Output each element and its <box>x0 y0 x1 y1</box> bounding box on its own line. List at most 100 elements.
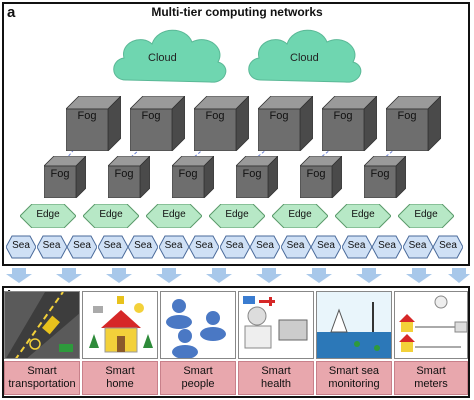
smart-people-image <box>160 291 236 359</box>
edge-label: Edge <box>351 209 375 220</box>
smart-home-image <box>82 291 158 359</box>
sea-icon <box>317 292 391 358</box>
diagram-title: Multi-tier computing networks <box>151 5 323 19</box>
sea-node: Sea <box>340 235 373 259</box>
application-label-line1: Smart <box>416 365 446 377</box>
sea-label: Sea <box>408 240 427 251</box>
fog-cube-icon <box>107 155 151 199</box>
sea-node: Sea <box>66 235 98 259</box>
sea-label: Sea <box>164 240 183 251</box>
sea-node: Sea <box>401 235 434 259</box>
edge-node: Edge <box>271 203 329 229</box>
sea-label: Sea <box>286 240 305 251</box>
fog-cube-icon <box>299 155 343 199</box>
edge-node: Edge <box>145 203 203 229</box>
fog-cube-icon <box>193 95 250 152</box>
fog-cube-icon <box>385 95 442 152</box>
fog-node-upper: Fog <box>385 95 442 156</box>
fog-node-upper: Fog <box>321 95 378 156</box>
application-label-line1: Smart <box>183 365 213 377</box>
application-label-line2: meters <box>414 378 448 390</box>
sea-node: Sea <box>249 235 281 259</box>
fog-node-upper: Fog <box>257 95 314 156</box>
edge-node: Edge <box>82 203 140 229</box>
edge-node: Edge <box>397 203 455 229</box>
fog-cube-icon <box>65 95 122 152</box>
fog-cube-icon <box>171 155 215 199</box>
sea-label: Sea <box>378 240 396 251</box>
application-label-line1: Smart <box>27 365 57 377</box>
application-label-line2: transportation <box>8 378 76 390</box>
application-label-line2: monitoring <box>328 378 380 390</box>
sea-node: Sea <box>218 235 251 259</box>
sea-node: Sea <box>371 235 403 259</box>
sea-label: Sea <box>439 240 457 251</box>
edge-label: Edge <box>162 209 186 220</box>
sea-node: Sea <box>188 235 220 259</box>
fog-label: Fog <box>114 168 134 180</box>
application-label-line1: Smart sea <box>328 365 380 377</box>
application-label-line2: people <box>181 378 215 390</box>
sea-label: Sea <box>317 240 335 251</box>
fog-node-upper: Fog <box>129 95 186 156</box>
edge-node: Edge <box>19 203 77 229</box>
health-icon <box>243 296 308 349</box>
edge-label: Edge <box>99 209 123 220</box>
fog-label: Fog <box>205 110 225 122</box>
fog-node-lower: Fog <box>43 155 87 203</box>
sea-label: Sea <box>225 240 244 251</box>
fog-node-lower: Fog <box>363 155 407 203</box>
sea-node: Sea <box>310 235 342 259</box>
edge-node: Edge <box>334 203 392 229</box>
smart-transportation-image <box>4 291 80 359</box>
fog-node-lower: Fog <box>107 155 151 203</box>
smart-health-image <box>238 291 314 359</box>
people-icon <box>166 299 226 358</box>
sea-node: Sea <box>5 235 37 259</box>
sea-label: Sea <box>195 240 213 251</box>
fog-label: Fog <box>306 168 326 180</box>
fog-label: Fog <box>242 168 262 180</box>
cloud-label-1: Cloud <box>148 52 177 64</box>
panel-b <box>2 286 470 398</box>
fog-cube-icon <box>43 155 87 199</box>
smart-meters-image <box>394 291 468 359</box>
sea-label: Sea <box>134 240 152 251</box>
panel-a-letter: a <box>7 4 16 21</box>
sea-node: Sea <box>157 235 190 259</box>
sea-node: Sea <box>35 235 68 259</box>
cloud-shape-2 <box>248 29 362 83</box>
edge-label: Edge <box>36 209 60 220</box>
sea-node: Sea <box>279 235 312 259</box>
fog-label: Fog <box>269 110 289 122</box>
fog-node-upper: Fog <box>193 95 250 156</box>
fog-label: Fog <box>178 168 198 180</box>
sea-label: Sea <box>256 240 274 251</box>
fog-cube-icon <box>321 95 378 152</box>
application-label-line2: home <box>106 378 134 390</box>
sea-node: Sea <box>127 235 159 259</box>
fog-node-upper: Fog <box>65 95 122 156</box>
sea-label: Sea <box>103 240 122 251</box>
fog-label: Fog <box>77 110 97 122</box>
sea-node: Sea <box>432 235 464 259</box>
fog-label: Fog <box>141 110 161 122</box>
fog-cube-icon <box>235 155 279 199</box>
meter-icon <box>399 295 467 352</box>
sea-label: Sea <box>347 240 366 251</box>
sea-label: Sea <box>42 240 61 251</box>
sea-node: Sea <box>96 235 129 259</box>
cloud-shape-1 <box>113 29 227 83</box>
fog-cube-icon <box>257 95 314 152</box>
fog-label: Fog <box>333 110 353 122</box>
edge-label: Edge <box>414 209 438 220</box>
application-label-line2: health <box>261 378 291 390</box>
smart-sea-monitoring-image <box>316 291 392 359</box>
fog-node-lower: Fog <box>299 155 343 203</box>
fog-node-lower: Fog <box>171 155 215 203</box>
